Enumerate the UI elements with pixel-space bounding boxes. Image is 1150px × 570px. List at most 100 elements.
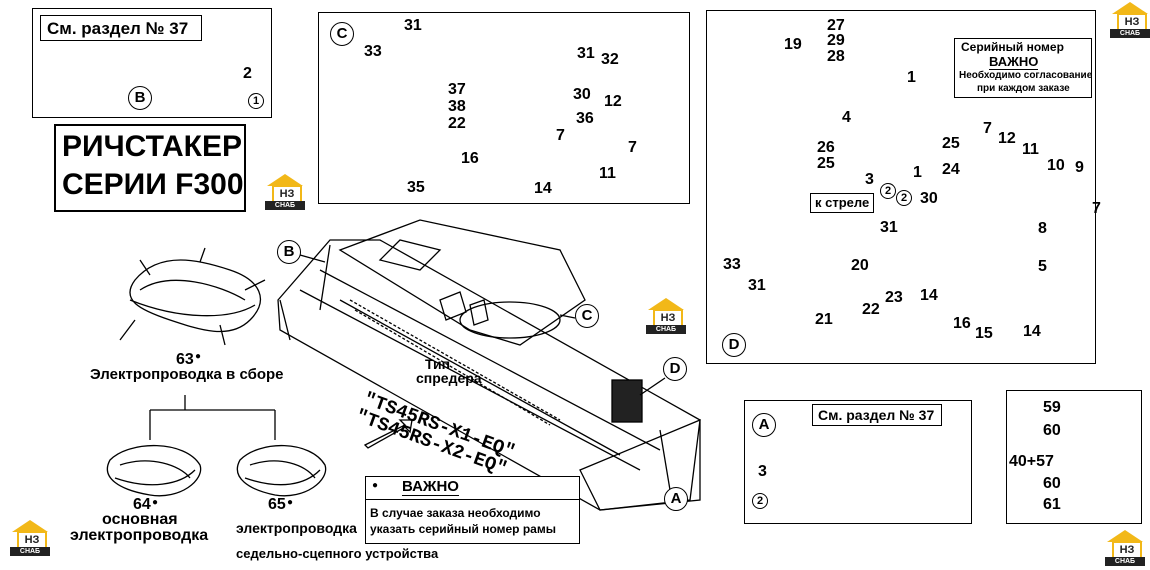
harness-right-label-1: электропроводка [236, 520, 357, 536]
part-number: 32 [601, 51, 619, 68]
callout-c: C [575, 304, 599, 328]
harness-63 [119, 247, 266, 346]
part-number: 24 [942, 161, 960, 178]
part-number: 7 [983, 120, 992, 137]
title-line-1: РИЧСТАКЕР [62, 130, 242, 163]
part-number: 2 [243, 65, 252, 82]
part-number: 27 [827, 17, 845, 34]
part-number: 14 [1023, 323, 1041, 340]
notice-title: ВАЖНО [402, 478, 459, 496]
detail-letter-d: D [722, 333, 746, 357]
part-number: 5 [1038, 258, 1047, 275]
part-number: 26 [817, 139, 835, 156]
part-number: 64 [133, 496, 151, 513]
part-number: 38 [448, 98, 466, 115]
callout-b: B [277, 240, 301, 264]
harness-assembly-label: Электропроводка в сборе [90, 366, 284, 383]
part-number: 7 [1092, 200, 1101, 217]
note-line-2: при каждом заказе [977, 83, 1070, 94]
circled-number: 1 [248, 93, 264, 109]
part-number: 12 [998, 130, 1016, 147]
part-number: 15 [975, 325, 993, 342]
part-number: 23 [885, 289, 903, 306]
to-boom-label: к стреле [815, 195, 870, 210]
callout-d: D [663, 357, 687, 381]
note-line-1: Необходимо согласование [959, 70, 1093, 81]
turntable [338, 219, 586, 346]
chassis [277, 239, 701, 511]
part-number: 61 [1043, 496, 1061, 513]
harness-left-label-1: основная [102, 511, 178, 528]
detail-box-c [318, 12, 690, 204]
part-number: 16 [953, 315, 971, 332]
part-number: 9 [1075, 159, 1084, 176]
part-number: 31 [404, 17, 422, 34]
part-number: 40+57 [1009, 453, 1054, 470]
part-number: 19 [784, 36, 802, 53]
section-ref-a: См. раздел № 37 [812, 404, 942, 426]
part-number: 60 [1043, 422, 1061, 439]
part-number: 28 [827, 48, 845, 65]
part-number: 14 [534, 180, 552, 197]
part-number: 37 [448, 81, 466, 98]
part-number: 1 [907, 69, 916, 86]
part-number: 31 [880, 219, 898, 236]
part-number: 3 [865, 171, 874, 188]
harness-right-label-2: седельно-сцепного устройства [236, 546, 439, 561]
dot-icon: ● [287, 497, 294, 508]
part-number: 1 [913, 164, 922, 181]
title-box: РИЧСТАКЕР СЕРИИ F300 [54, 124, 246, 212]
part-number: 11 [599, 165, 616, 182]
title-line-2: СЕРИИ F300 [62, 168, 244, 201]
part-number: 11 [1022, 141, 1039, 158]
part-number: 14 [920, 287, 938, 304]
part-number: 33 [723, 256, 741, 273]
part-number: 63 [176, 351, 194, 368]
part-number: 16 [461, 150, 479, 167]
detail-box-clamp [1006, 390, 1142, 524]
detail-letter-b: B [128, 86, 152, 110]
part-number: 59 [1043, 399, 1061, 416]
harness-65 [236, 444, 327, 497]
detail-letter-a: A [752, 413, 776, 437]
part-number: 22 [862, 301, 880, 318]
part-number: 4 [842, 109, 851, 126]
part-number: 60 [1043, 475, 1061, 492]
part-number: 8 [1038, 220, 1047, 237]
detail-letter-c: C [330, 22, 354, 46]
part-number: 31 [577, 45, 595, 62]
notice-line-1: В случае заказа необходимо [370, 506, 541, 520]
dot-icon: ● [195, 351, 202, 362]
harness-64 [106, 444, 202, 497]
harness-left-label-2: электропроводка [70, 527, 209, 544]
circled-number: 2 [880, 183, 896, 199]
section-ref-text: См. раздел № 37 [47, 19, 189, 38]
part-number: 7 [628, 139, 637, 156]
part-number: 22 [448, 115, 466, 132]
dot-icon: ● [372, 480, 379, 491]
notice-line-2: указать серийный номер рамы [370, 522, 556, 536]
part-number: 21 [815, 311, 833, 328]
part-number: 12 [604, 93, 622, 110]
important-label: ВАЖНО [989, 54, 1039, 70]
part-number: 65 [268, 496, 286, 513]
serial-number-label: Серийный номер [961, 40, 1064, 54]
section-ref-b: См. раздел № 37 [40, 15, 202, 41]
part-number: 7 [556, 127, 565, 144]
part-number: 3 [758, 463, 767, 480]
circled-number: 2 [896, 190, 912, 206]
spreader-label-1: Тип [425, 356, 451, 372]
circled-number: 2 [752, 493, 768, 509]
part-number: 31 [748, 277, 766, 294]
part-number: 29 [827, 32, 845, 49]
part-number: 35 [407, 179, 425, 196]
dot-icon: ● [152, 497, 159, 508]
part-number: 25 [942, 135, 960, 152]
to-boom-label-box: к стреле [810, 193, 874, 213]
part-number: 25 [817, 155, 835, 172]
